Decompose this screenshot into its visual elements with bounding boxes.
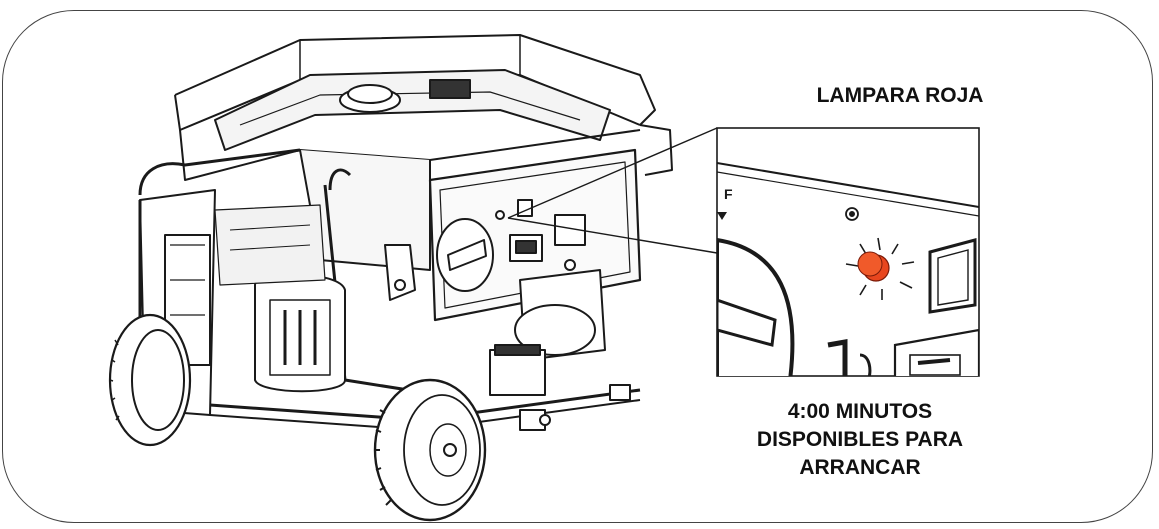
rounded-frame bbox=[2, 10, 1153, 523]
lamp-label: LAMPARA ROJA bbox=[816, 84, 984, 107]
time-label-line2: DISPONIBLES PARA bbox=[756, 428, 964, 451]
red-lamp-icon bbox=[845, 237, 915, 300]
time-label-line1: 4:00 MINUTOS bbox=[787, 400, 933, 423]
callout-lines bbox=[507, 127, 718, 254]
inset-detail bbox=[716, 127, 980, 377]
generator-icon bbox=[108, 34, 673, 522]
time-label-line3: ARRANCAR bbox=[799, 456, 921, 479]
inset-panel-letter: F bbox=[724, 186, 733, 202]
time-label: 4:00 MINUTOS DISPONIBLES PARA ARRANCAR bbox=[700, 398, 1020, 482]
rocker-switch-icon bbox=[928, 238, 977, 314]
